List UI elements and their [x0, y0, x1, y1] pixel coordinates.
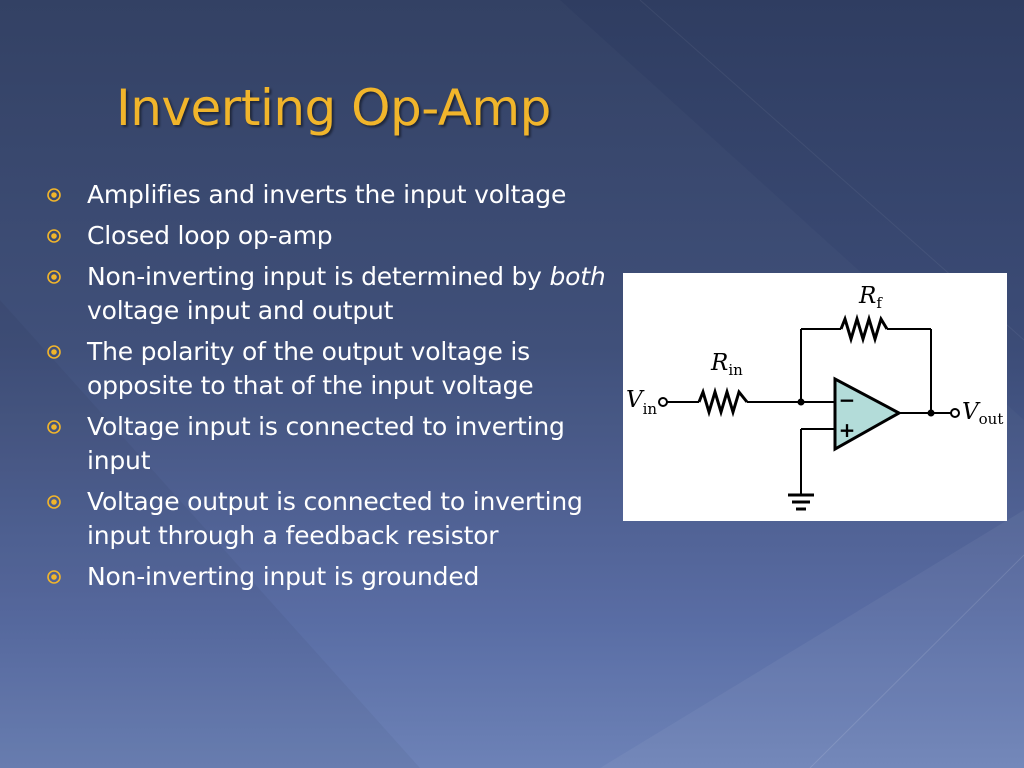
circled-dot-bullet-icon: [47, 570, 61, 584]
bullet-item: Non-inverting input is grounded: [40, 560, 625, 594]
bullet-emphasis: both: [549, 262, 606, 291]
vin-terminal: [658, 397, 668, 407]
opamp-noninverting-sign: +: [839, 418, 856, 442]
vin-label: Vin: [626, 387, 657, 418]
circled-dot-bullet-icon: [47, 420, 61, 434]
junction-dot: [927, 409, 935, 417]
bullet-text: Closed loop op-amp: [87, 221, 333, 250]
circled-dot-bullet-icon: [47, 270, 61, 284]
opamp-triangle: [833, 376, 903, 452]
inverting-opamp-circuit-diagram: − + Rf Rin Vin Vout: [623, 273, 1007, 521]
bullet-text: Voltage output is connected to inverting…: [87, 487, 583, 550]
bullet-item: Non-inverting input is determined by bot…: [40, 260, 625, 328]
vout-terminal: [950, 408, 960, 418]
circled-dot-bullet-icon: [47, 188, 61, 202]
bullet-item: The polarity of the output voltage is op…: [40, 335, 625, 403]
circuit-svg: − + Rf Rin Vin Vout: [626, 283, 1003, 511]
vout-label: Vout: [962, 399, 1003, 428]
rf-label: Rf: [858, 283, 883, 312]
opamp-inverting-sign: −: [839, 388, 856, 412]
rin-label: Rin: [710, 350, 743, 379]
slide-title: Inverting Op-Amp: [116, 79, 551, 137]
input-resistor: [697, 386, 749, 418]
bullet-item: Amplifies and inverts the input voltage: [40, 178, 625, 212]
bullet-list: Amplifies and inverts the input voltage …: [40, 178, 625, 601]
junction-dot: [797, 398, 805, 406]
bullet-text: voltage input and output: [87, 296, 394, 325]
circled-dot-bullet-icon: [47, 345, 61, 359]
bullet-text: Amplifies and inverts the input voltage: [87, 180, 567, 209]
bullet-item: Closed loop op-amp: [40, 219, 625, 253]
bullet-text: Non-inverting input is grounded: [87, 562, 480, 591]
bullet-text: Non-inverting input is determined by: [87, 262, 550, 291]
bullet-item: Voltage output is connected to inverting…: [40, 485, 625, 553]
bullet-text: The polarity of the output voltage is op…: [87, 337, 534, 400]
circled-dot-bullet-icon: [47, 495, 61, 509]
circled-dot-bullet-icon: [47, 229, 61, 243]
bullet-text: Voltage input is connected to inverting …: [87, 412, 565, 475]
bullet-item: Voltage input is connected to inverting …: [40, 410, 625, 478]
feedback-resistor: [839, 313, 889, 345]
